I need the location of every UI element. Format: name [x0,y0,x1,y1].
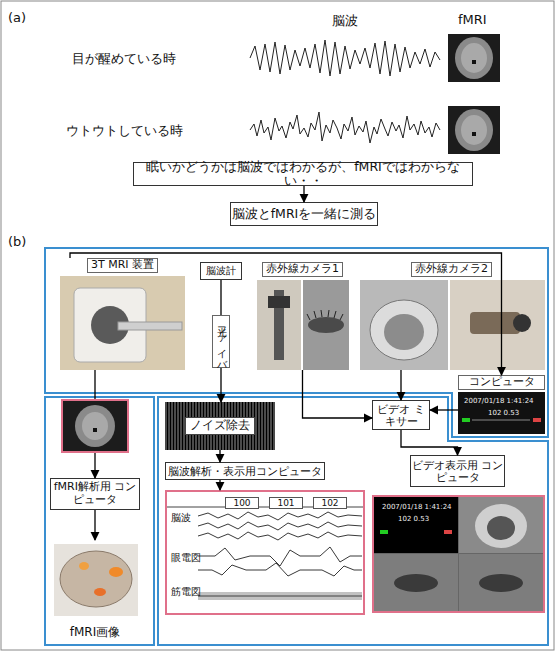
fmri-slice [62,400,128,452]
camera-photo [360,280,545,370]
node-text: 眠いかどうかは脳波ではわかるが、fMRIではわからない・・ [134,160,472,189]
fmri-image: fMRI画像 [50,540,140,640]
node-text: 脳波 [171,512,191,524]
node-text: 赤外線カメラ1 [262,262,343,277]
mri-scanner: 3T MRI 装置 [60,258,185,370]
connector [219,480,220,490]
eeg-traces [165,490,365,615]
video-display: 2007/01/18 1:41:24 102 0.53 [372,495,545,613]
connector [219,450,220,462]
node-text: 102 0.53 [488,409,519,417]
node-text: 脳波とfMRIを一緒に測る [232,207,377,221]
connector [401,430,458,455]
display-computer: ビデオ表示用 コンピュータ [410,455,505,487]
node-text: 2007/01/18 1:41:24 [464,397,534,405]
node-text: ノイズ除去 [185,417,255,435]
node-text: 筋電図 [171,586,201,598]
connector [430,409,458,410]
computer: コンピュータ 2007/01/18 1:41:24 102 0.53 [458,375,545,433]
node-text: ビデオ表示用 コンピュータ [411,459,504,483]
ir-camera: 赤外線カメラ2 [358,262,545,370]
node-text: ビデオ ミキサー [373,403,429,427]
mri-photo [60,276,185,370]
eeg-computer: 脳波解析・表示用コンピュータ [165,462,325,480]
camera-photo [257,280,349,370]
ir-camera: 赤外線カメラ1 [255,262,350,370]
node-text: 脳波解析・表示用コンピュータ [168,465,322,477]
video-mixer: ビデオ ミキサー [372,400,430,430]
panel-label: (b) [8,234,26,249]
node-text: 101 [269,497,303,509]
eeg-waveform [250,112,440,143]
conclusion-box: 脳波とfMRIを一緒に測る [230,202,378,226]
node-text: 2007/01/18 1:41:24 [382,503,452,511]
connector [303,186,304,202]
fmri-slice [448,106,500,154]
connector-label: 光ファイバ [212,315,230,368]
node-text: コンピュータ [458,375,545,390]
statement-box: 眠いかどうかは脳波ではわかるが、fMRIではわからない・・ [133,162,473,186]
node-text: 102 0.53 [398,515,429,523]
node-text: 眼電図 [171,552,201,564]
group-outline [158,397,548,645]
node-text: 100 [225,497,259,509]
connector [400,370,401,400]
fmri-slice [448,34,500,82]
brain-render [54,544,138,616]
eeg-amplifier: 脳波計 [200,262,242,280]
analysis-computer: fMRI解析用 コンピュータ [50,478,140,510]
group-outline [45,248,548,437]
eeg-waveform [250,40,440,76]
eeg-display: 100 101 102 脳波眼電図筋電図 [165,490,365,615]
group-outline [45,397,154,645]
column-header: fMRI [458,12,487,27]
noise-removal: ノイズ除去 [165,402,275,450]
row-label: 目が醒めている時 [72,50,176,68]
node-text: 脳波計 [206,265,236,277]
node-text: fMRI解析用 コンピュータ [51,481,139,506]
noise-image [165,402,275,450]
video-screens [372,495,545,613]
connector [94,510,95,540]
node-text: 赤外線カメラ2 [411,262,492,277]
column-header: 脳波 [332,12,358,30]
row-label: ウトウトしている時 [66,122,183,140]
connector [70,253,502,375]
node-text: 3T MRI 装置 [87,258,158,273]
node-text: 102 [313,497,347,509]
panel-label: (a) [8,10,26,25]
connector [94,370,95,478]
connector [303,370,373,418]
computer-screen [458,392,545,434]
node-text: fMRI画像 [70,626,120,640]
